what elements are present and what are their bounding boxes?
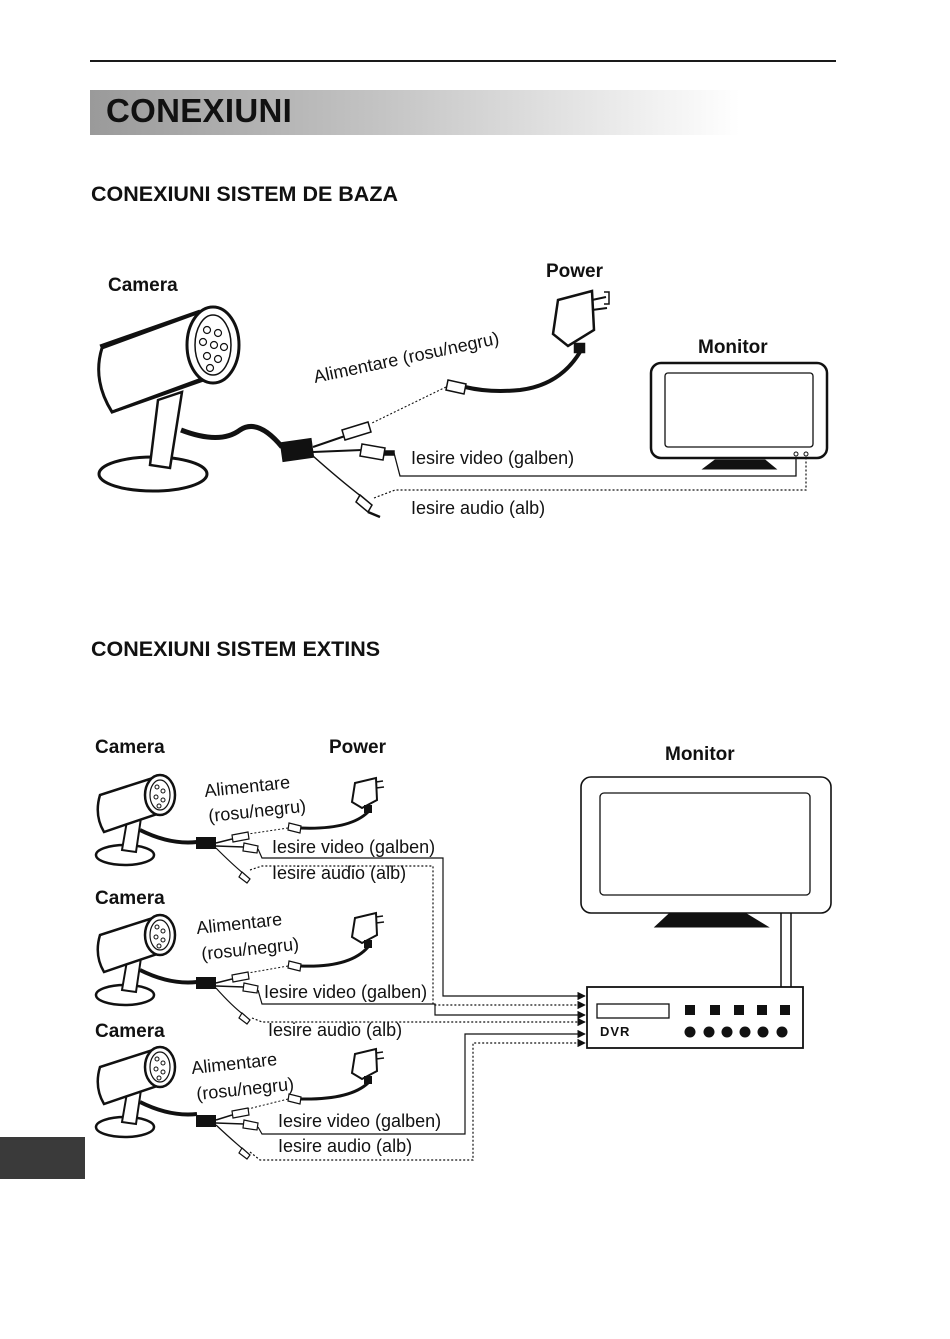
power-lead (371, 386, 447, 424)
power-label-3a: Alimentare (190, 1049, 278, 1078)
basic-diagram: Camera Power Monitor (97, 261, 829, 519)
monitor-label-ext: Monitor (665, 744, 735, 765)
audio-label-1: Iesire audio (alb) (272, 863, 406, 883)
power-label-1a: Alimentare (203, 772, 291, 801)
junction-box-1 (196, 837, 216, 849)
camera-label: Camera (108, 275, 178, 296)
power-label-3b: (rosu/negru) (195, 1074, 295, 1104)
video-label-2: Iesire video (galben) (264, 982, 427, 1002)
camera-icon-3 (94, 1045, 177, 1139)
power-connector-icon (341, 421, 372, 441)
monitor-label: Monitor (698, 337, 768, 358)
audio-line-3 (249, 1038, 586, 1161)
power-cable-label: Alimentare (rosu/negru) (312, 328, 501, 387)
title-banner (90, 90, 740, 135)
section-title-basic: CONEXIUNI SISTEM DE BAZA (91, 182, 398, 206)
camera-icon (97, 305, 241, 493)
junction-box-2 (196, 977, 216, 989)
power-label-ext: Power (329, 737, 387, 758)
camera-cable (180, 424, 284, 449)
video-label-3: Iesire video (galben) (278, 1111, 441, 1131)
dvr-label: DVR (600, 1024, 630, 1039)
audio-label-3: Iesire audio (alb) (278, 1136, 412, 1156)
camera-label-3: Camera (95, 1021, 165, 1042)
power-adapter-icon (551, 289, 610, 354)
camera-icon-1 (94, 773, 177, 867)
video-line-2 (257, 989, 586, 1020)
video-label-1: Iesire video (galben) (272, 837, 435, 857)
power-adapter-icon-1 (350, 776, 385, 813)
power-adapter-icon-3 (350, 1047, 385, 1084)
monitor-icon (649, 361, 829, 470)
power-label: Power (546, 261, 604, 282)
video-connector-icon (359, 443, 395, 461)
camera-label-2: Camera (95, 888, 165, 909)
header-rule (90, 60, 836, 62)
audio-label-2: Iesire audio (alb) (268, 1020, 402, 1040)
power-plug-icon (445, 379, 467, 395)
power-label-2b: (rosu/negru) (200, 934, 300, 964)
dvr-icon (586, 986, 804, 1049)
audio-output-label: Iesire audio (alb) (411, 498, 545, 518)
section-title-extended: CONEXIUNI SISTEM EXTINS (91, 637, 381, 661)
junction-box-3 (196, 1115, 216, 1127)
extended-diagram: Camera Power Camera Camera Monitor Alime… (94, 737, 832, 1161)
page-tab-marker (0, 1137, 85, 1179)
video-line (393, 452, 797, 477)
camera-icon-2 (94, 913, 177, 1007)
video-line-1 (257, 848, 586, 1001)
audio-line-1 (249, 865, 586, 1010)
power-label-1b: (rosu/negru) (207, 796, 307, 826)
page-title: CONEXIUNI (106, 92, 293, 129)
junction-box (279, 437, 315, 463)
camera-label-1: Camera (95, 737, 165, 758)
power-label-2a: Alimentare (195, 909, 283, 938)
power-adapter-icon-2 (350, 911, 385, 948)
video-output-label: Iesire video (galben) (411, 448, 574, 468)
audio-connector-icon (355, 493, 381, 519)
power-cable (464, 350, 582, 393)
monitor-icon-ext (580, 776, 832, 928)
video-line-3 (257, 1029, 586, 1135)
